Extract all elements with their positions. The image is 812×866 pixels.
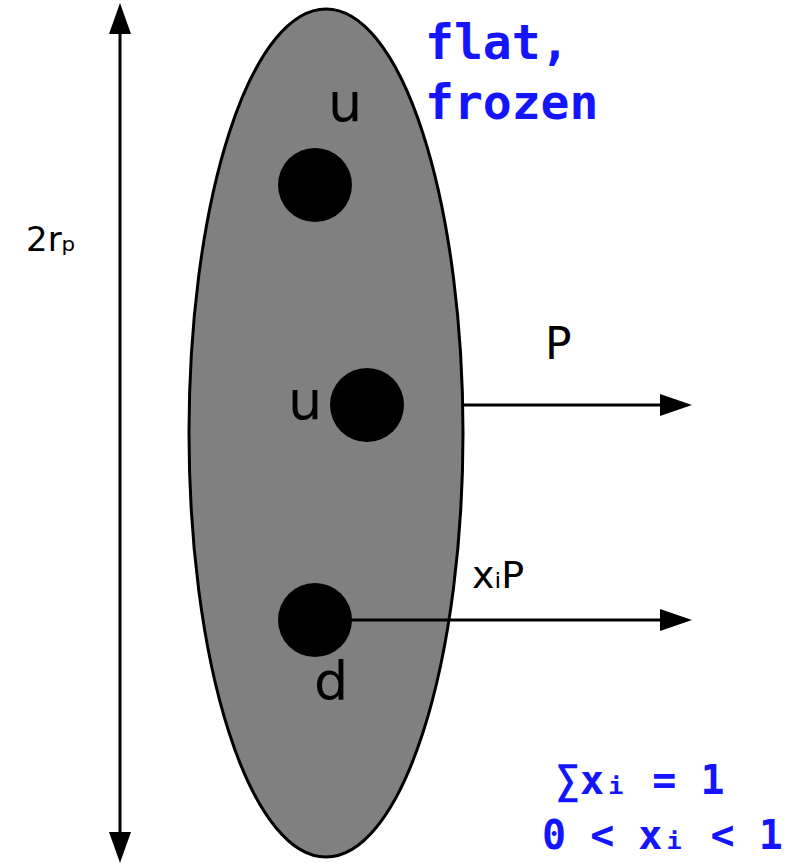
arrow-head	[109, 832, 131, 863]
quantity-label: P	[545, 322, 572, 366]
quark-dot	[330, 368, 404, 442]
quark-circle: u	[330, 368, 404, 442]
quark-dot	[278, 148, 352, 222]
arrow-head	[660, 394, 692, 416]
quark-momentum-arrow	[340, 619, 662, 622]
arrow-head	[109, 3, 131, 34]
quark-label: d	[314, 655, 348, 709]
arrow-head	[660, 609, 692, 631]
quark-circle: u	[278, 148, 352, 222]
quark-circle: d	[278, 583, 352, 657]
quark-dot	[278, 583, 352, 657]
momentum-arrow	[462, 404, 662, 407]
size-arrow	[119, 30, 122, 836]
note-text: 0 < xᵢ < 1	[542, 815, 783, 855]
note-text: ∑xᵢ = 1	[556, 760, 725, 800]
quark-label: u	[328, 76, 362, 130]
quark-label: u	[288, 374, 322, 428]
quantity-label: xᵢP	[472, 556, 524, 594]
note-text: flat, frozen	[425, 12, 635, 132]
proton-ellipse	[189, 9, 463, 857]
quantity-label: 2rₚ	[26, 222, 76, 256]
